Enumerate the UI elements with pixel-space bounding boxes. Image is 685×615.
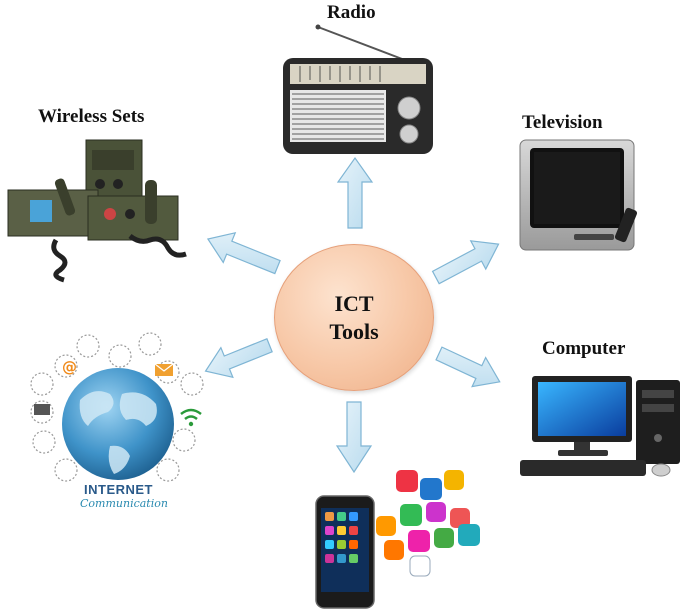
arrow-to-internet bbox=[204, 337, 273, 379]
hub-line-1: ICT bbox=[334, 290, 374, 316]
wireless-sets-label: Wireless Sets bbox=[38, 106, 145, 127]
hub-line-2: Tools bbox=[329, 318, 379, 344]
arrow-to-wireless bbox=[206, 231, 281, 275]
television-icon bbox=[519, 139, 638, 251]
internet-title: INTERNET bbox=[84, 482, 153, 497]
television-label: Television bbox=[522, 112, 603, 133]
arrow-to-radio bbox=[336, 156, 374, 229]
computer-label: Computer bbox=[542, 338, 626, 359]
ict-tools-hub: ICT Tools bbox=[274, 244, 434, 391]
arrow-to-television bbox=[431, 240, 500, 285]
internet-globe-icon: @ bbox=[30, 332, 204, 482]
internet-subtitle: Communication bbox=[80, 497, 168, 510]
computer-icon bbox=[520, 376, 680, 477]
wireless-sets-icon bbox=[7, 139, 187, 283]
arrow-to-computer bbox=[435, 346, 501, 388]
radio-label: Radio bbox=[327, 2, 376, 23]
smartphone-apps-icon bbox=[315, 470, 480, 609]
arrow-to-phone bbox=[335, 401, 373, 474]
svg-text:@: @ bbox=[62, 358, 77, 376]
radio-icon bbox=[283, 24, 433, 154]
